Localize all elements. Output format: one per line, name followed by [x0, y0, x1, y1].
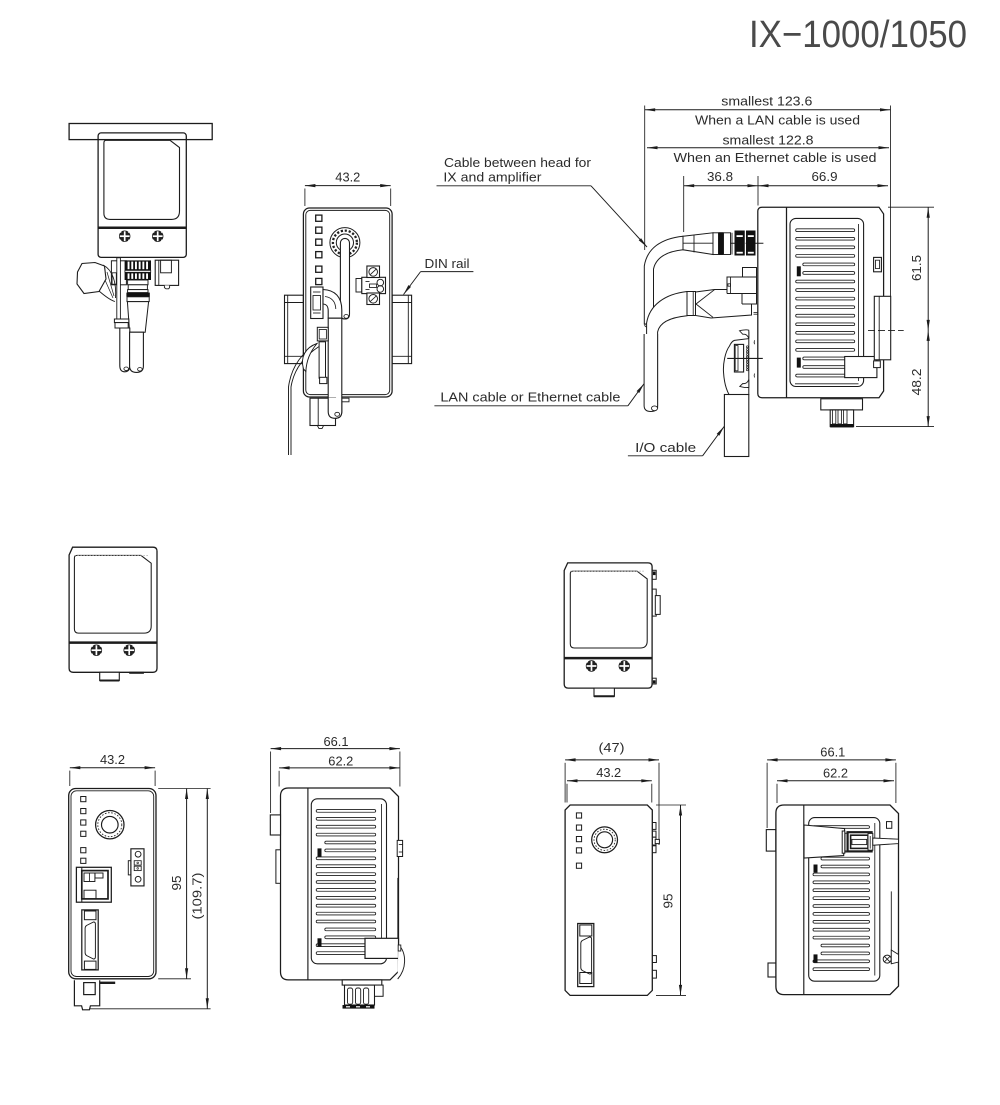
svg-text:62.2: 62.2 — [328, 754, 353, 769]
svg-text:Cable between head for: Cable between head for — [444, 155, 592, 170]
svg-text:I/O cable: I/O cable — [635, 440, 696, 455]
svg-text:62.2: 62.2 — [823, 766, 848, 781]
svg-text:IX−1000/1050: IX−1000/1050 — [749, 14, 967, 56]
svg-text:95: 95 — [661, 894, 676, 909]
svg-text:When an Ethernet cable is used: When an Ethernet cable is used — [674, 150, 877, 165]
svg-text:When a LAN cable is used: When a LAN cable is used — [695, 113, 860, 128]
svg-text:LAN cable or Ethernet cable: LAN cable or Ethernet cable — [440, 390, 620, 405]
svg-text:43.2: 43.2 — [100, 752, 125, 767]
svg-text:(47): (47) — [599, 740, 625, 755]
svg-text:48.2: 48.2 — [909, 369, 924, 396]
svg-text:DIN rail: DIN rail — [425, 256, 470, 271]
svg-text:66.1: 66.1 — [820, 745, 845, 760]
svg-text:IX and amplifier: IX and amplifier — [443, 170, 542, 185]
svg-text:36.8: 36.8 — [707, 169, 733, 184]
svg-text:61.5: 61.5 — [909, 255, 924, 281]
svg-text:43.2: 43.2 — [596, 765, 621, 780]
svg-text:66.1: 66.1 — [324, 734, 349, 749]
svg-text:smallest 123.6: smallest 123.6 — [721, 94, 812, 109]
svg-text:43.2: 43.2 — [335, 170, 360, 185]
svg-text:95: 95 — [169, 876, 184, 891]
svg-text:66.9: 66.9 — [812, 169, 838, 184]
svg-text:smallest 122.8: smallest 122.8 — [723, 133, 814, 148]
svg-text:(109.7): (109.7) — [190, 873, 205, 920]
